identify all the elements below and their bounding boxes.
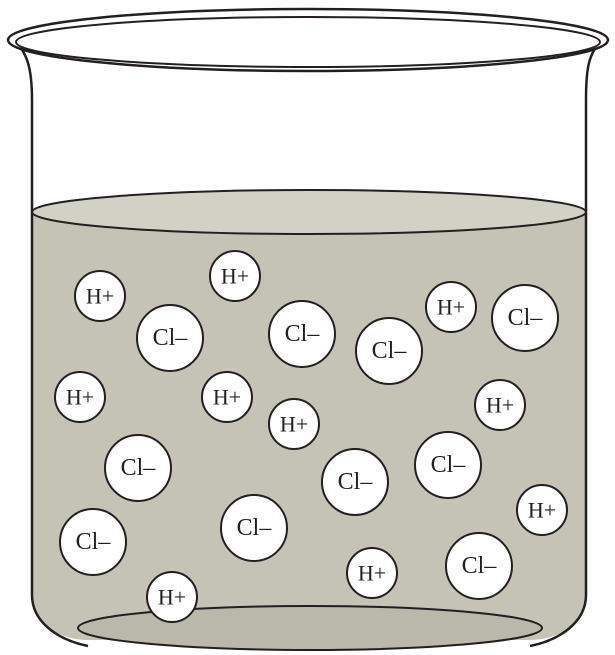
ion-hydrogen: H+ xyxy=(269,399,319,449)
ion-hydrogen: H+ xyxy=(347,548,397,598)
ion-hydrogen: H+ xyxy=(426,282,476,332)
ion-hydrogen: H+ xyxy=(202,372,252,422)
ion-chloride: Cl– xyxy=(137,305,203,371)
ion-chloride: Cl– xyxy=(492,285,558,351)
ion-label: Cl– xyxy=(285,321,321,347)
ion-label: H+ xyxy=(213,385,241,410)
ion-label: H+ xyxy=(158,585,186,610)
ion-label: Cl– xyxy=(76,529,112,555)
ion-label: H+ xyxy=(528,498,556,523)
ion-chloride: Cl– xyxy=(446,533,512,599)
ion-chloride: Cl– xyxy=(269,301,335,367)
ion-label: H+ xyxy=(280,412,308,437)
ion-label: Cl– xyxy=(121,455,157,481)
ion-hydrogen: H+ xyxy=(75,271,125,321)
ion-chloride: Cl– xyxy=(221,495,287,561)
ion-label: H+ xyxy=(358,561,386,586)
beaker-bottom xyxy=(78,606,542,650)
ion-label: Cl– xyxy=(462,553,498,579)
ion-chloride: Cl– xyxy=(105,435,171,501)
ion-label: Cl– xyxy=(153,325,189,351)
ion-label: Cl– xyxy=(237,515,273,541)
ion-hydrogen: H+ xyxy=(475,380,525,430)
ion-hydrogen: H+ xyxy=(147,572,197,622)
ion-label: H+ xyxy=(437,295,465,320)
ion-chloride: Cl– xyxy=(415,432,481,498)
ion-label: Cl– xyxy=(372,338,408,364)
ion-label: H+ xyxy=(66,385,94,410)
ion-label: H+ xyxy=(486,393,514,418)
ion-label: Cl– xyxy=(431,452,467,478)
ion-chloride: Cl– xyxy=(322,449,388,515)
ion-label: Cl– xyxy=(508,305,544,331)
beaker-rim-inner xyxy=(16,17,600,67)
ion-label: Cl– xyxy=(338,469,374,495)
ion-label: H+ xyxy=(86,284,114,309)
ion-hydrogen: H+ xyxy=(210,251,260,301)
liquid-surface xyxy=(32,190,586,234)
ion-hydrogen: H+ xyxy=(55,372,105,422)
ion-chloride: Cl– xyxy=(356,318,422,384)
ion-chloride: Cl– xyxy=(60,509,126,575)
ion-label: H+ xyxy=(221,264,249,289)
ion-hydrogen: H+ xyxy=(517,485,567,535)
